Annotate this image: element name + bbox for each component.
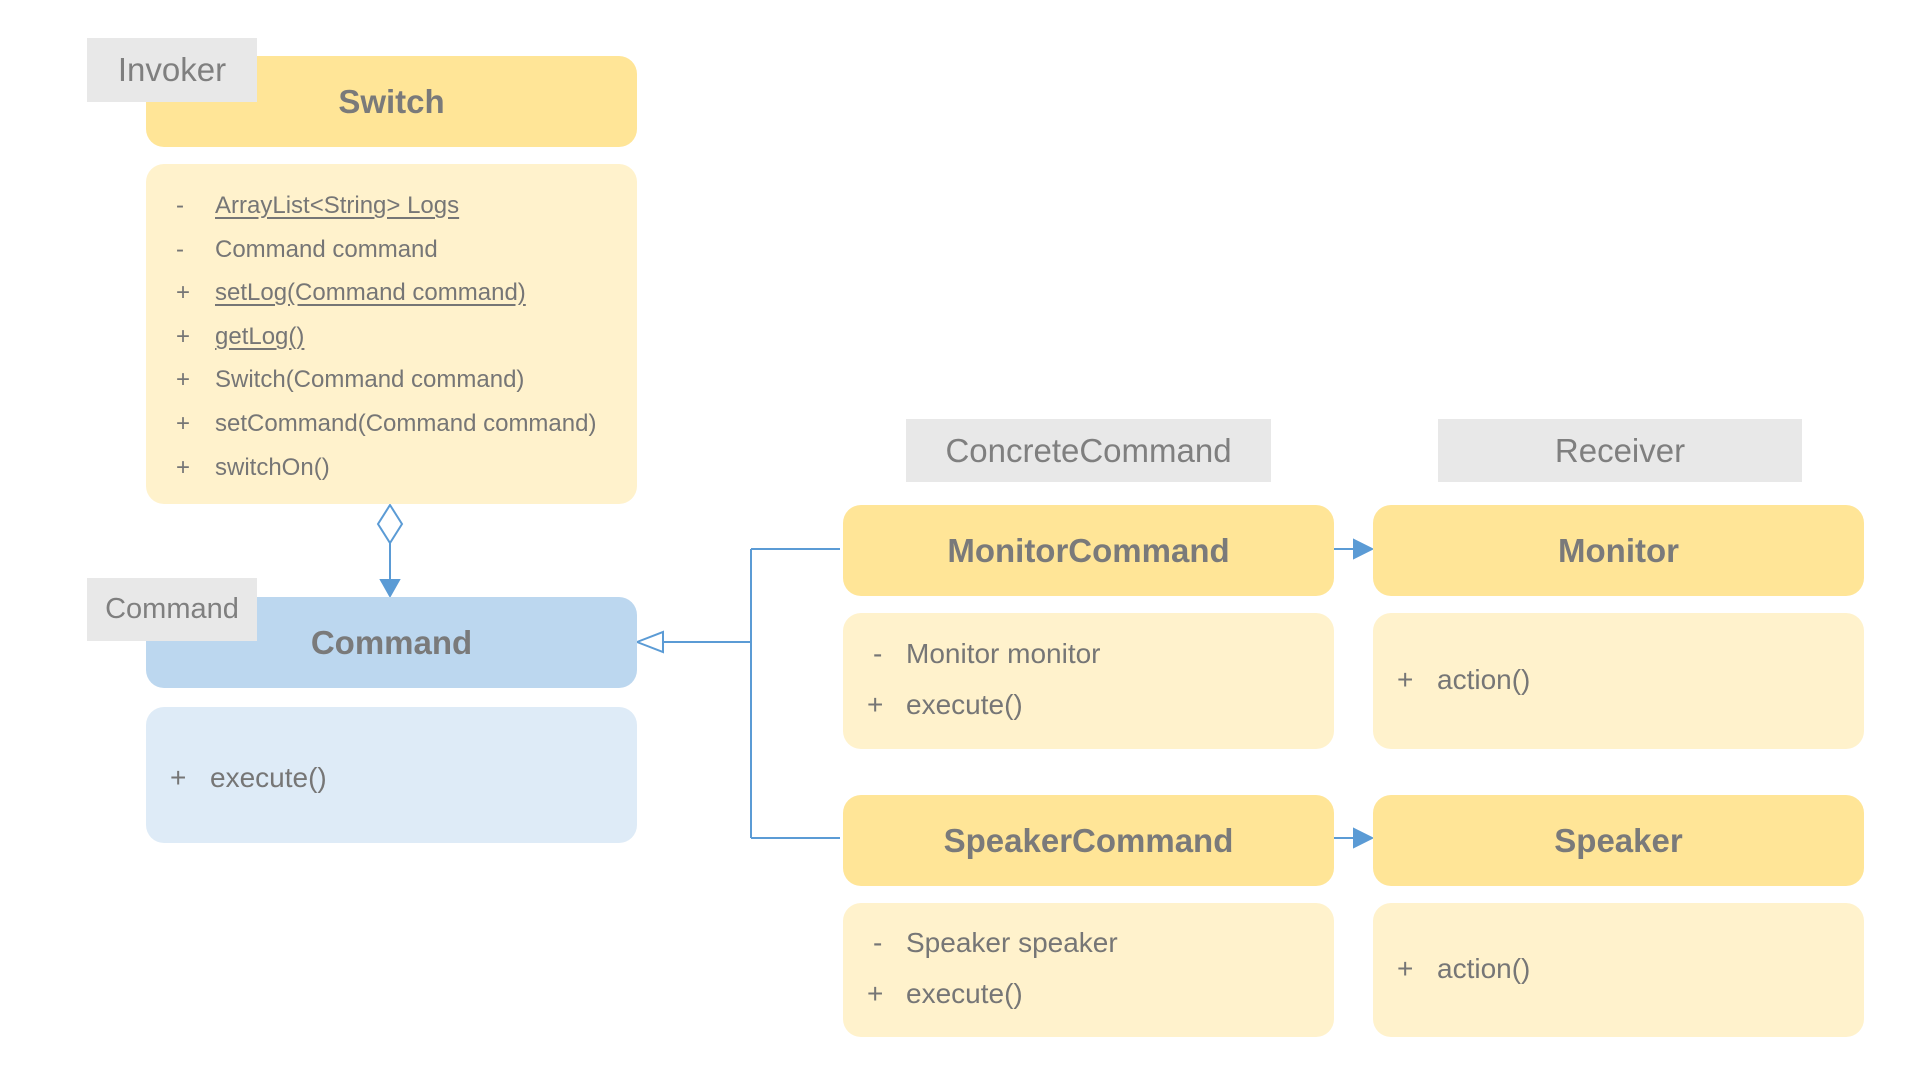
association-arrowhead-speaker [1353,827,1375,849]
realization-triangle [634,630,664,654]
aggregation-diamond [376,503,404,545]
speaker-command-class-header[interactable]: SpeakerCommand [843,795,1334,886]
monitor-command-class-header[interactable]: MonitorCommand [843,505,1334,596]
invoker-stereotype-label: Invoker [87,38,257,102]
monitor-command-class-name: MonitorCommand [947,531,1230,569]
aggregation-arrowhead [379,579,401,599]
monitor-class-name: Monitor [1558,531,1679,569]
command-class-body: + execute() [146,707,637,843]
speaker-command-class-body: - Speaker speaker + execute() [843,903,1334,1037]
switch-class-name: Switch [338,82,445,120]
association-arrowhead-monitor [1353,538,1375,560]
concrete-command-stereotype-label: ConcreteCommand [906,419,1271,482]
speaker-class-body: + action() [1373,903,1864,1037]
speaker-class-header[interactable]: Speaker [1373,795,1864,886]
monitor-class-header[interactable]: Monitor [1373,505,1864,596]
monitor-command-class-body: - Monitor monitor + execute() [843,613,1334,749]
monitor-class-body: + action() [1373,613,1864,749]
speaker-command-class-name: SpeakerCommand [943,821,1234,859]
speaker-class-name: Speaker [1554,821,1683,859]
command-class-name: Command [310,623,473,661]
switch-class-body: -ArrayList<String> Logs-Command command+… [146,164,637,504]
command-stereotype-label: Command [87,578,257,641]
receiver-stereotype-label: Receiver [1438,419,1802,482]
